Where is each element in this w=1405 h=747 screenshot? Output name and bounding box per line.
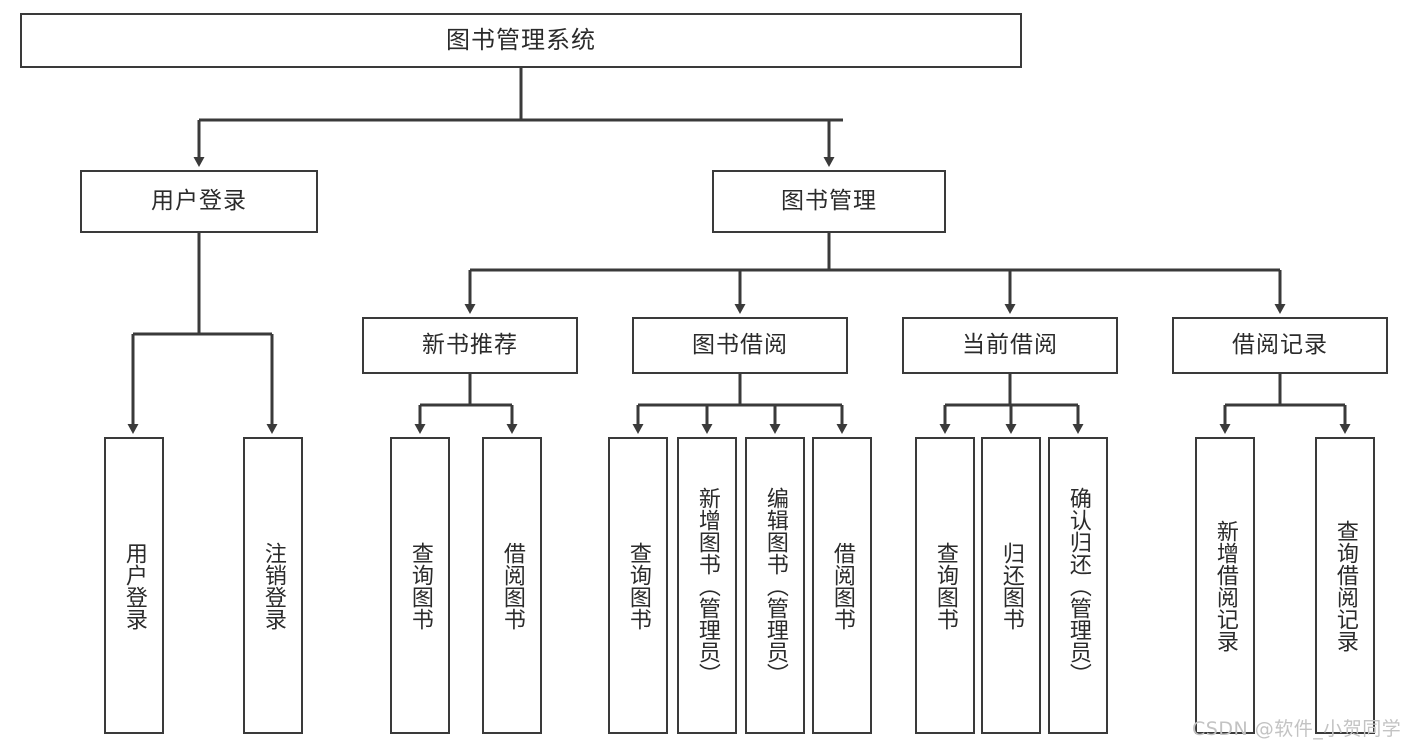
node-label: 编辑图书（管理员） [762, 486, 788, 685]
node-label: 新增借阅记录 [1212, 519, 1238, 652]
node-book-management[interactable]: 图书管理 [712, 170, 946, 233]
node-label: 借阅图书 [499, 541, 525, 630]
csdn-watermark: CSDN @软件_小贺同学 [1192, 718, 1402, 740]
node-label: 图书管理 [781, 187, 877, 214]
leaf-current-confirm-return-admin[interactable]: 确认归还（管理员） [1048, 437, 1108, 734]
node-label: 图书借阅 [692, 331, 788, 358]
node-label: 借阅图书 [829, 541, 855, 630]
leaf-record-query[interactable]: 查询借阅记录 [1315, 437, 1375, 734]
leaf-borrow-book[interactable]: 借阅图书 [812, 437, 872, 734]
node-book-borrow[interactable]: 图书借阅 [632, 317, 848, 374]
node-label: 查询图书 [932, 541, 958, 630]
node-label: 查询图书 [625, 541, 651, 630]
node-label: 归还图书 [998, 541, 1024, 630]
leaf-current-query-book[interactable]: 查询图书 [915, 437, 975, 734]
node-label: 新书推荐 [422, 331, 518, 358]
node-label: 图书管理系统 [446, 26, 596, 55]
node-label: 注销登录 [260, 541, 286, 630]
leaf-borrow-edit-book-admin[interactable]: 编辑图书（管理员） [745, 437, 805, 734]
node-label: 用户登录 [121, 541, 147, 630]
node-borrow-record[interactable]: 借阅记录 [1172, 317, 1388, 374]
leaf-user-login[interactable]: 用户登录 [104, 437, 164, 734]
node-label: 当前借阅 [962, 331, 1058, 358]
leaf-user-logout[interactable]: 注销登录 [243, 437, 303, 734]
leaf-record-add[interactable]: 新增借阅记录 [1195, 437, 1255, 734]
node-label: 借阅记录 [1232, 331, 1328, 358]
node-new-book-recommend[interactable]: 新书推荐 [362, 317, 578, 374]
node-label: 查询图书 [407, 541, 433, 630]
node-root-system[interactable]: 图书管理系统 [20, 13, 1022, 68]
leaf-borrow-query-book[interactable]: 查询图书 [608, 437, 668, 734]
node-current-borrow[interactable]: 当前借阅 [902, 317, 1118, 374]
node-label: 用户登录 [151, 187, 247, 214]
node-label: 确认归还（管理员） [1065, 486, 1091, 685]
leaf-new-book-borrow[interactable]: 借阅图书 [482, 437, 542, 734]
node-label: 查询借阅记录 [1332, 519, 1358, 652]
leaf-borrow-add-book-admin[interactable]: 新增图书（管理员） [677, 437, 737, 734]
leaf-new-book-query[interactable]: 查询图书 [390, 437, 450, 734]
node-user-login[interactable]: 用户登录 [80, 170, 318, 233]
node-label: 新增图书（管理员） [694, 486, 720, 685]
leaf-current-return-book[interactable]: 归还图书 [981, 437, 1041, 734]
